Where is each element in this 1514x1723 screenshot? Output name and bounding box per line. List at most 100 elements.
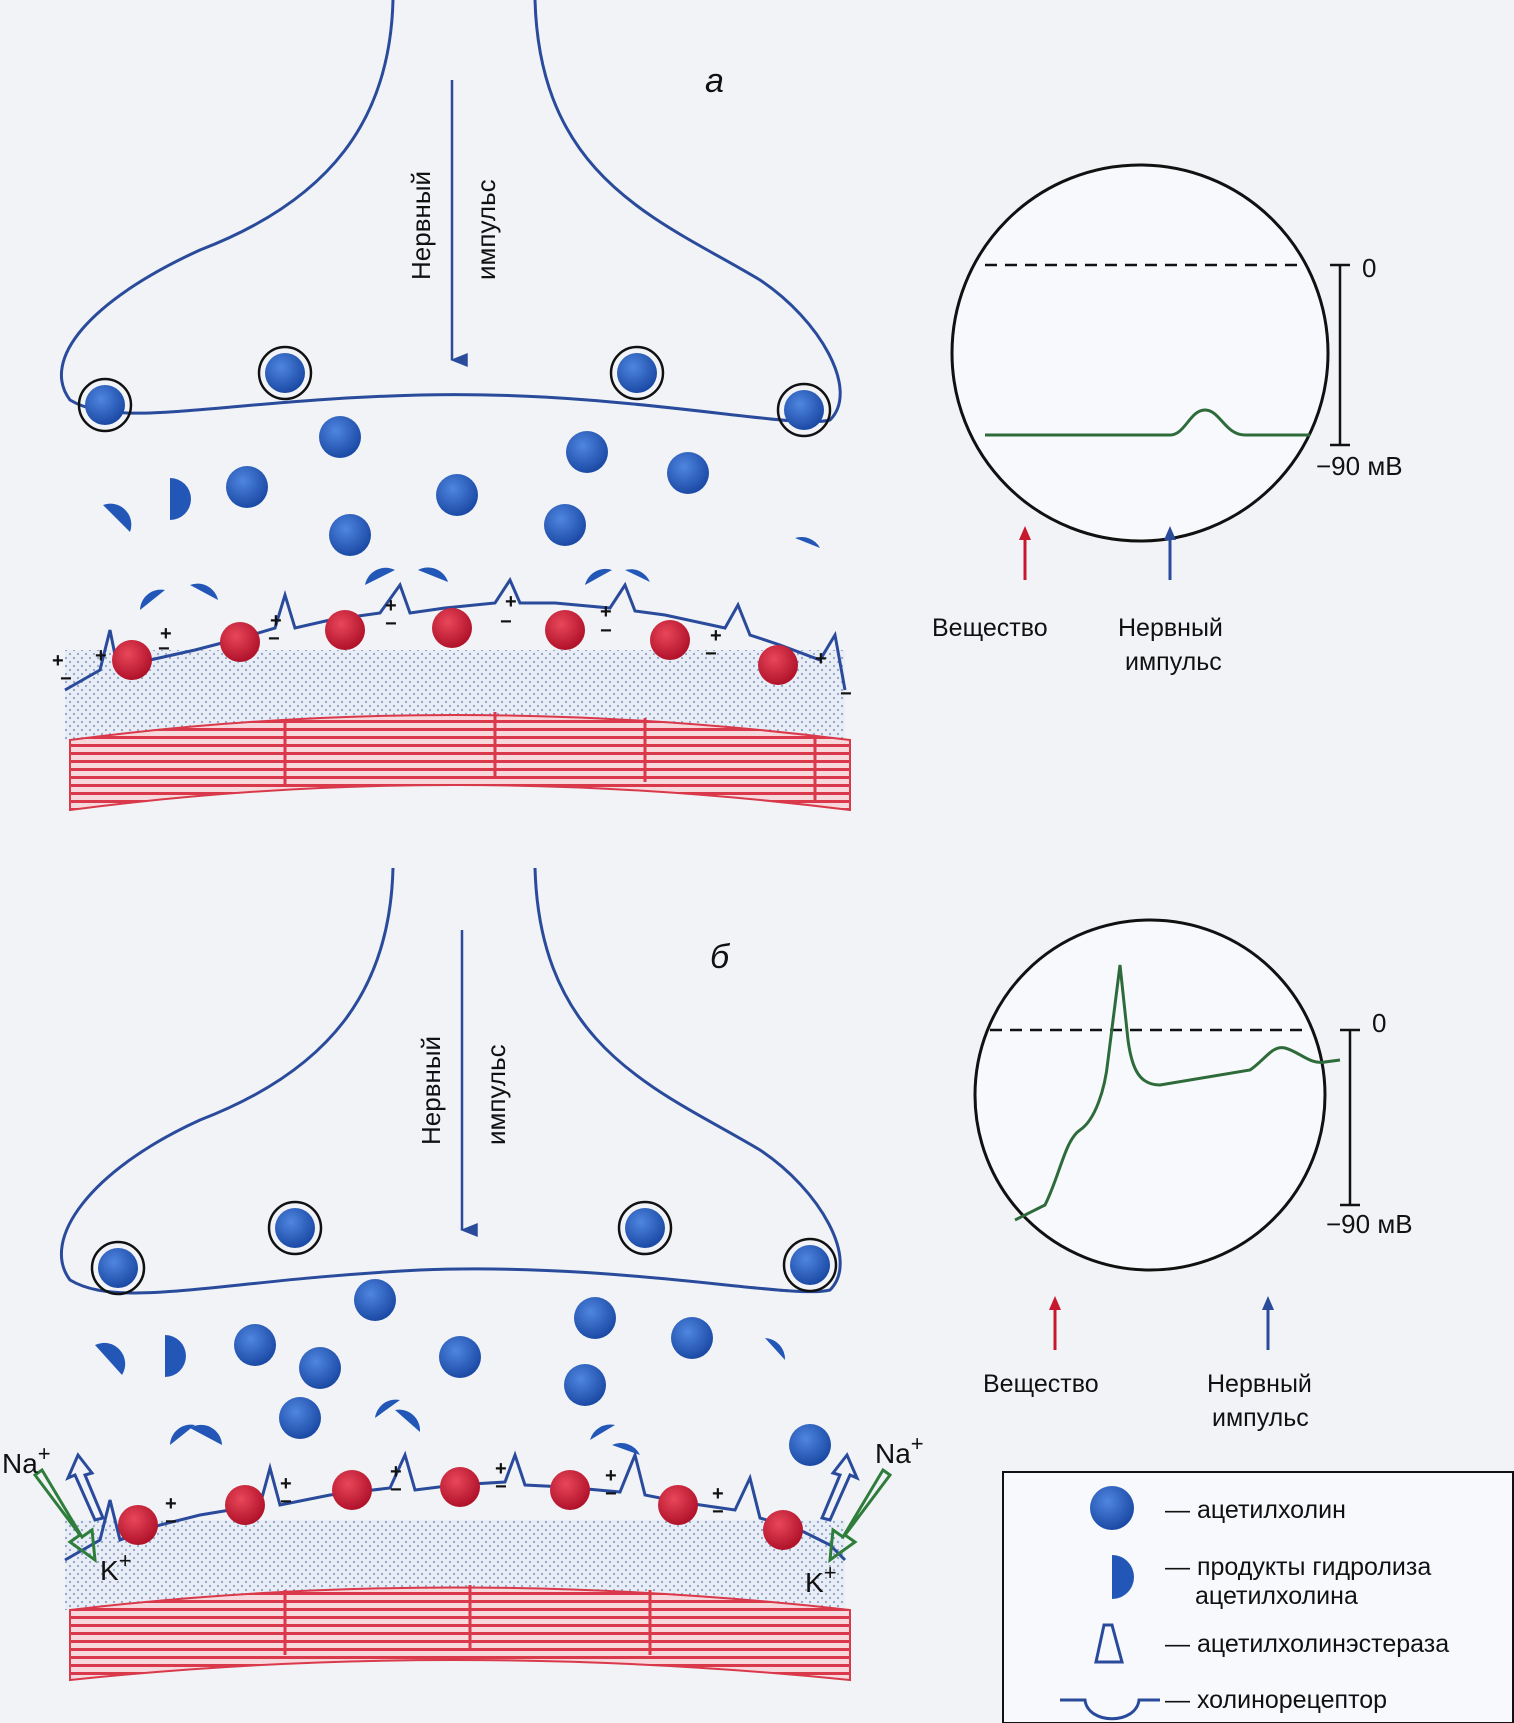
postsynaptic-membrane-b (64, 1450, 847, 1562)
muscle-fiber-b (69, 1585, 851, 1682)
legend-box (1002, 1471, 1514, 1723)
acetylcholine-icon (790, 1245, 830, 1285)
vesicle (609, 345, 665, 401)
acetylcholine-icon (319, 416, 361, 458)
hydrolysis-product-icon (103, 503, 132, 532)
svg-text:−: − (705, 643, 717, 665)
receptor-sites-b (118, 1467, 803, 1550)
bottom-label-b: −90 мВ (1326, 1209, 1413, 1239)
hydrolysis-product-icon (190, 583, 218, 600)
acetylcholine-icon (299, 1347, 341, 1389)
hydrolysis-product-icon (612, 1442, 640, 1455)
acetylcholine-icon (265, 353, 305, 393)
acetylcholine-icon (329, 514, 371, 556)
svg-text:−: − (600, 620, 612, 642)
svg-text:+: + (600, 601, 612, 623)
bottom-label-a: −90 мВ (1316, 451, 1403, 481)
hydrolysis-product-icon (395, 1409, 421, 1432)
acetylcholine-icon (354, 1279, 396, 1321)
acetylcholine-icon (544, 504, 586, 546)
potential-trace-b (1014, 964, 1341, 1222)
svg-text:−: − (268, 628, 280, 650)
acetylcholine-icon (98, 1248, 138, 1288)
panel-label-b: б (710, 938, 731, 976)
svg-text:+: + (390, 1461, 402, 1483)
svg-text:+: + (52, 650, 64, 672)
hydrolysis-product-icon (765, 1338, 786, 1360)
acetylcholine-icon (574, 1297, 616, 1339)
svg-text:+: + (95, 645, 107, 667)
oscilloscope-a: 0 −90 мВ (950, 163, 1403, 543)
k-label-right: K+ (805, 1560, 837, 1598)
hydrolysis-product-icon (1112, 1555, 1134, 1599)
cholinoreceptor-icon (432, 608, 472, 648)
zero-label-a: 0 (1362, 253, 1376, 283)
svg-text:−: − (385, 613, 397, 635)
svg-text:−: − (712, 1501, 724, 1523)
cholinoreceptor-icon (112, 640, 152, 680)
acetylcholine-icon (85, 385, 125, 425)
svg-text:+: + (710, 625, 722, 647)
hydrolysis-product-icon (625, 569, 650, 582)
membrane-charges-b: +++ +++ −−− −−− (165, 1458, 724, 1533)
synaptic-vesicles-b (90, 1200, 838, 1296)
impulse-caption-a-line1: Нервный (1118, 614, 1223, 642)
k-label-left: K+ (100, 1548, 132, 1586)
synaptic-vesicles-a (77, 345, 832, 438)
vesicle (257, 345, 313, 401)
svg-text:+: + (385, 595, 397, 617)
vesicle (77, 377, 133, 433)
svg-text:−: − (60, 668, 72, 690)
hydrolysis-product-icon (590, 1424, 615, 1440)
impulse-label-a-line2: импульс (471, 179, 501, 280)
impulse-caption-a-line2: импульс (1125, 648, 1222, 676)
legend: — ацетилхолин — продукты гидролиза ацети… (1002, 1471, 1514, 1723)
acetylcholine-icon (789, 1424, 831, 1466)
acetylcholine-icon (564, 1364, 606, 1406)
postsynaptic-membrane-a (64, 576, 847, 692)
svg-text:−: − (495, 1476, 507, 1498)
svg-text:−: − (500, 611, 512, 633)
svg-text:−: − (280, 1491, 292, 1513)
oscilloscope-b: 0 −90 мВ (973, 918, 1413, 1272)
hydrolysis-product-icon (585, 568, 612, 585)
legend-item-acetylcholinesterase: — ацетилхолинэстераза (1165, 1630, 1449, 1658)
legend-item-hydrolysis-line1: — продукты гидролиза (1165, 1553, 1431, 1581)
presynaptic-terminal-b (59, 867, 842, 1295)
acetylcholine-icon (625, 1208, 665, 1248)
cholinoreceptor-icon (758, 645, 798, 685)
membrane-charges-a: +++ +++ +++ −−− −−− −− (52, 591, 852, 705)
cholinoreceptor-icon (440, 1467, 480, 1507)
substance-label-a: Вещество (932, 614, 1048, 642)
ion-flow-left: Na+ K+ (2, 1441, 132, 1586)
zero-label-b: 0 (1372, 1008, 1386, 1038)
hydrolysis-product-icon (170, 1424, 195, 1445)
svg-text:+: + (165, 1493, 177, 1515)
cholinoreceptor-icon (332, 1470, 372, 1510)
na-label-right: Na+ (875, 1431, 924, 1469)
svg-text:+: + (815, 648, 827, 670)
cholinoreceptor-icon (658, 1485, 698, 1525)
svg-text:−: − (158, 638, 170, 660)
svg-text:+: + (605, 1465, 617, 1487)
svg-text:−: − (605, 1483, 617, 1505)
acetylcholine-icon (617, 353, 657, 393)
cholinoreceptor-icon (220, 622, 260, 662)
cholinoreceptor-icon (225, 1485, 265, 1525)
acetylcholine-icon (667, 452, 709, 494)
muscle-fiber-a (69, 712, 851, 812)
acetylcholine-icon (671, 1317, 713, 1359)
acetylcholine-icon (226, 466, 268, 508)
acetylcholine-cleft-a (226, 416, 709, 556)
cholinoreceptor-icon (1060, 1698, 1160, 1721)
svg-text:−: − (390, 1479, 402, 1501)
acetylcholine-icon (439, 1336, 481, 1378)
svg-text:+: + (280, 1473, 292, 1495)
ion-flow-right: Na+ K+ (805, 1431, 924, 1598)
scope-arrows-a: Вещество Нервный импульс (932, 526, 1223, 676)
legend-item-hydrolysis-line2: ацетилхолина (1195, 1582, 1358, 1610)
hydrolysis-products-a (103, 478, 820, 610)
svg-text:+: + (160, 623, 172, 645)
substance-label-b: Вещество (983, 1370, 1099, 1398)
na-label-left: Na+ (2, 1441, 51, 1479)
